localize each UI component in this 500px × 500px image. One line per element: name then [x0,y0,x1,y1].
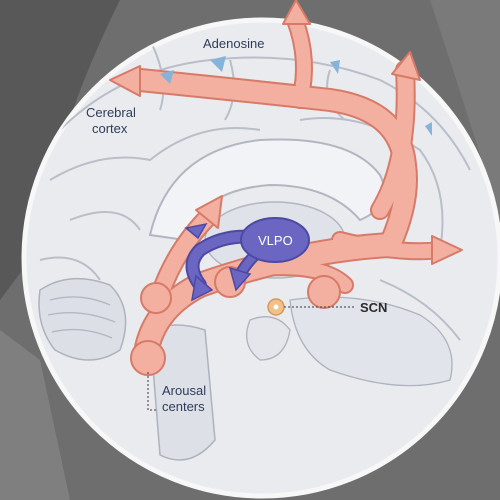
scn-center [273,304,279,310]
adenosine-marker-2 [160,70,174,84]
arousal-origin-node [130,340,166,376]
vlpo-projections [184,217,310,302]
adenosine-markers [160,56,432,136]
frontal-lobe [289,296,453,387]
cortex-label: cortex [92,121,128,136]
hypothalamus-region [246,316,291,361]
arrowhead-posterior-cortex [109,65,141,97]
arousal-leader-line [147,372,158,411]
adenosine-label: Adenosine [203,36,265,51]
vlpo-nucleus [240,217,310,263]
hypothalamic-origin-node [307,275,341,309]
adenosine-marker-1 [210,56,226,72]
vlpo-label: VLPO [258,233,293,248]
scn-label: SCN [360,300,388,315]
centers-label: centers [162,399,205,414]
vlpo-arrowhead-inferior [228,266,252,292]
superior-branch-pathway [288,13,311,107]
arrowhead-posterior-branch [195,195,223,229]
face-highlight [0,330,70,500]
arousal-pathways [128,11,449,373]
arousal-label: Arousal [162,383,207,398]
thalamic-branch-pathway [233,260,352,292]
cerebellum [38,277,127,361]
arrowhead-anterior [431,235,463,265]
background-shade [430,0,500,220]
adenosine-marker-4 [425,122,432,136]
pathway-arrowheads [109,0,463,265]
vlpo-arrowhead-superior [184,222,208,240]
vlpo-arrowhead-posterior [191,274,214,302]
frontal-branch-pathway [372,62,414,218]
pathway-origin-nodes [130,266,341,376]
cortex-folds [39,39,471,341]
arrowhead-superior [282,0,311,25]
leader-lines [147,306,355,411]
arrowhead-frontal [391,51,421,81]
adenosine-marker-3 [330,60,340,74]
cortical-arch-pathway [130,70,416,255]
posterior-origin-node [140,282,172,314]
main-ascending-pathway [134,234,401,371]
cerebral-label: Cerebral [86,105,136,120]
cerebellum-folds [47,296,116,339]
